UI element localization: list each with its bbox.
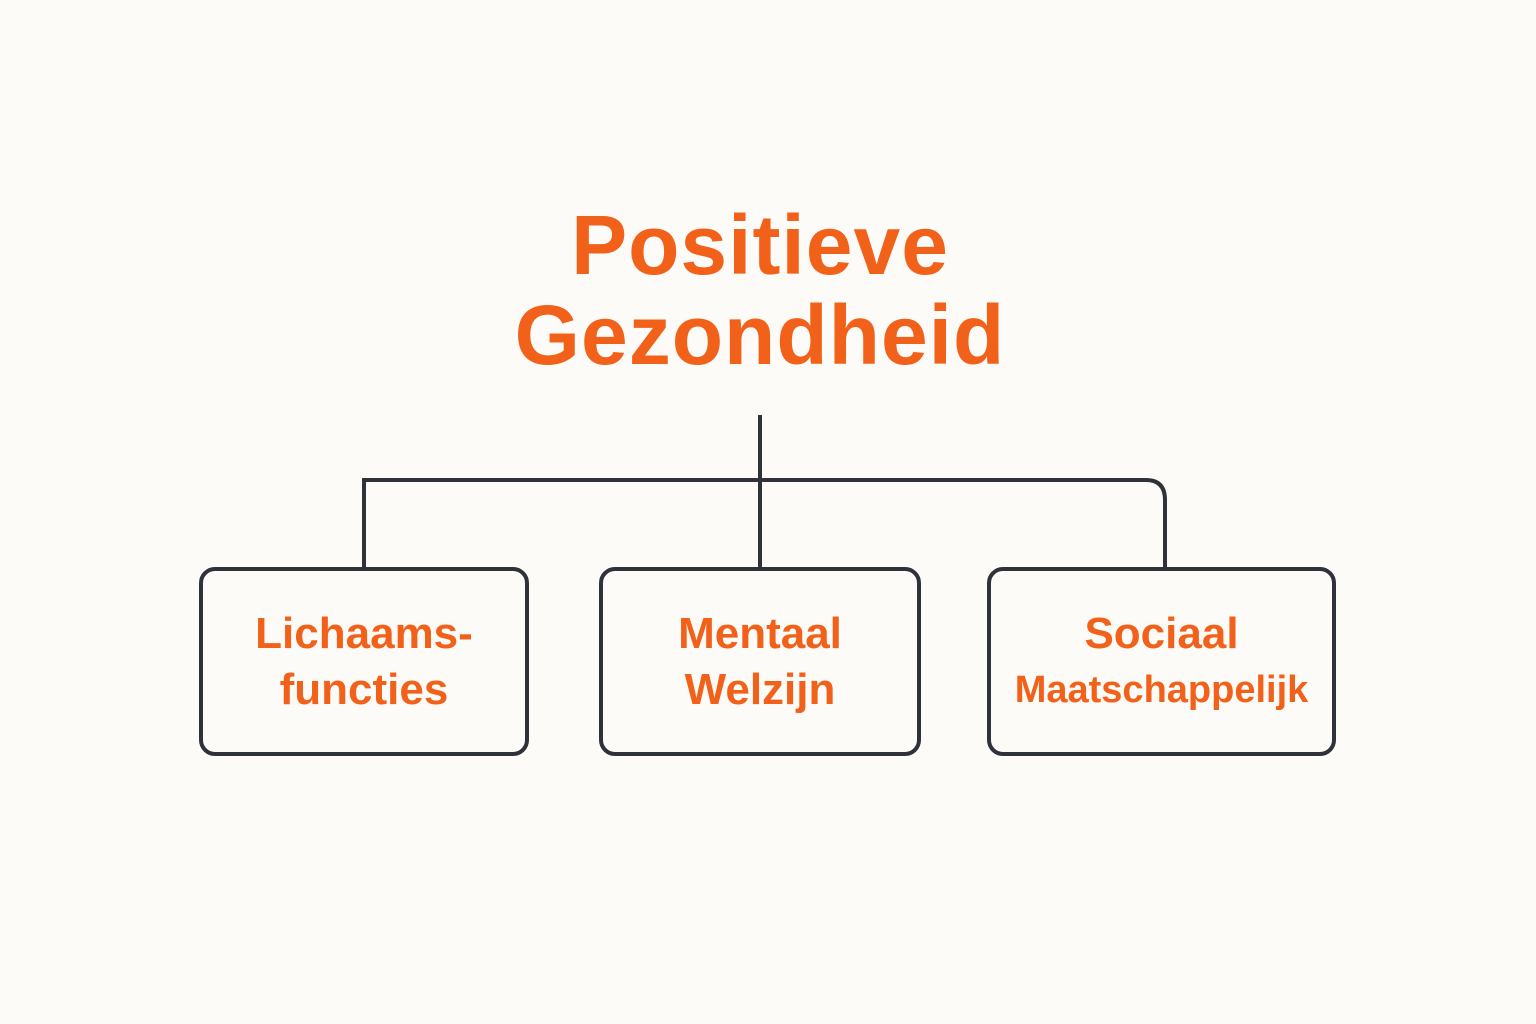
box-3-line-2: Maatschappelijk bbox=[1014, 668, 1309, 711]
box-1-line-1: Lichaams- bbox=[255, 608, 473, 658]
box-2-line-2: Welzijn bbox=[684, 664, 836, 714]
box-1-line-2: functies bbox=[279, 664, 449, 714]
box-mentaal-welzijn: Mentaal Welzijn bbox=[599, 567, 921, 756]
title-line-1: Positieve bbox=[571, 198, 949, 292]
diagram-title: Positieve Gezondheid bbox=[0, 200, 1520, 380]
title-line-2: Gezondheid bbox=[514, 288, 1006, 382]
horizontal-branch-line bbox=[362, 478, 1167, 567]
box-3-line-1: Sociaal bbox=[1084, 608, 1239, 658]
box-2-line-1: Mentaal bbox=[678, 608, 842, 658]
box-lichaamsfuncties: Lichaams- functies bbox=[199, 567, 529, 756]
box-sociaal-maatschappelijk: Sociaal Maatschappelijk bbox=[987, 567, 1336, 756]
